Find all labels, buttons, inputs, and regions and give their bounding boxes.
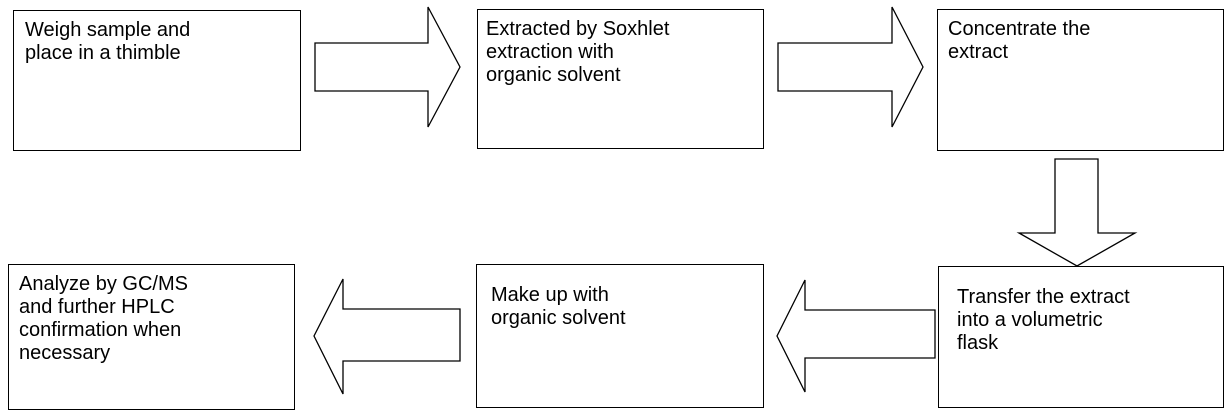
step-weigh-sample-text: Weigh sample and place in a thimble [25, 19, 191, 64]
step-concentrate-box: Concentrate the extract [937, 9, 1224, 151]
arrow-right-1 [314, 6, 461, 128]
step-analyze-box: Analyze by GC/MS and further HPLC confir… [8, 264, 295, 410]
step-soxhlet-extraction-text: Extracted by Soxhlet extraction with org… [486, 18, 670, 86]
step-transfer-extract-box: Transfer the extract into a volumetric f… [938, 266, 1224, 408]
step-weigh-sample-box: Weigh sample and place in a thimble [13, 10, 301, 151]
arrow-down-1 [1016, 158, 1138, 267]
step-analyze-text: Analyze by GC/MS and further HPLC confir… [19, 273, 188, 364]
arrow-left-1 [776, 279, 936, 393]
step-soxhlet-extraction-box: Extracted by Soxhlet extraction with org… [477, 9, 764, 149]
arrow-right-2 [777, 6, 924, 128]
arrow-left-2 [313, 278, 461, 395]
step-make-up-text: Make up with organic solvent [491, 284, 626, 329]
step-concentrate-text: Concentrate the extract [948, 18, 1091, 63]
step-transfer-extract-text: Transfer the extract into a volumetric f… [957, 286, 1130, 354]
step-make-up-box: Make up with organic solvent [476, 264, 764, 408]
